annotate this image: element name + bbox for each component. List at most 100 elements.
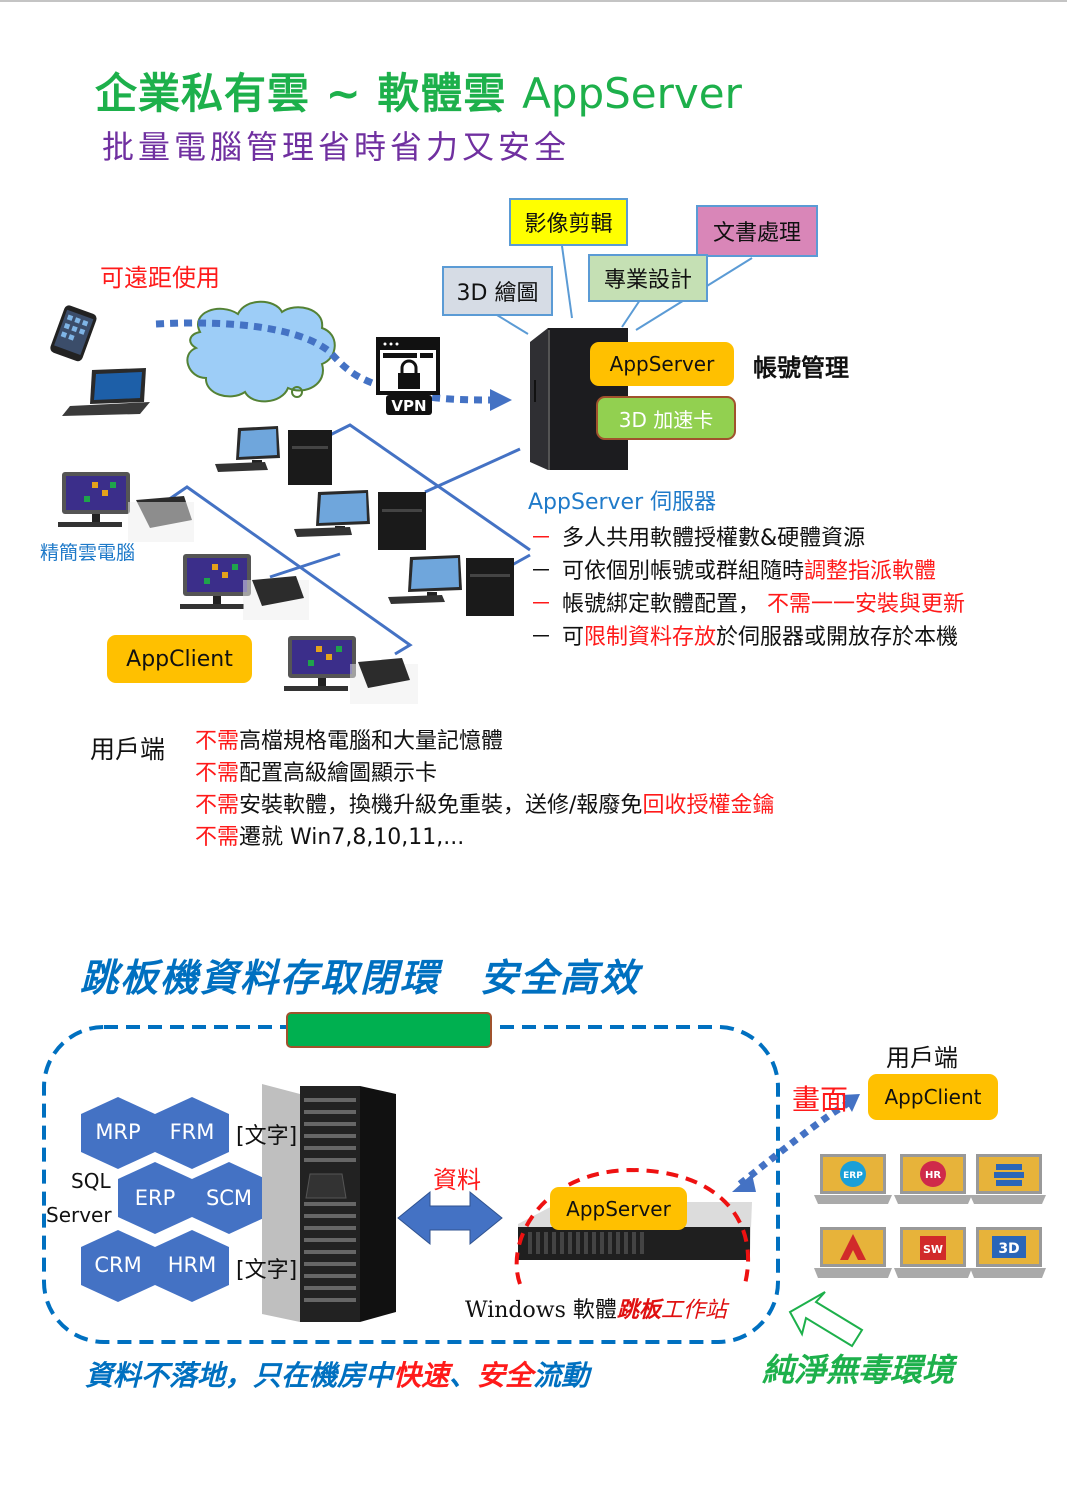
jump-server-highlight: [514, 1167, 751, 1285]
laptop-stack: [970, 1154, 1046, 1204]
appclient-badge: AppClient: [107, 635, 252, 683]
sql-label-line2: Server: [46, 1203, 112, 1227]
cloud-icon: [186, 300, 336, 403]
remote-use-label: 可遠距使用: [100, 264, 220, 292]
thin-client-pc-2: [180, 554, 309, 620]
gpu-accelerator-badge: 3D 加速卡: [596, 396, 736, 440]
benefit-text: 遷就 Win7,8,10,11,...: [239, 825, 465, 850]
laptop-solidworks: [894, 1227, 972, 1278]
feature-highlight: 調整指派軟體: [804, 559, 937, 584]
appserver-badge: AppServer: [590, 342, 734, 386]
benefit-highlight: 回收授權金鑰: [642, 793, 775, 818]
feature-text: 帳號綁定軟體配置，: [562, 592, 767, 617]
account-management-label: 帳號管理: [753, 353, 849, 382]
arrow-down-left-icon: [732, 1174, 756, 1192]
note-highlight: 安全: [477, 1359, 534, 1392]
laptop-erp: [814, 1154, 892, 1204]
laptop-3d: [970, 1227, 1046, 1278]
hex-scm: [192, 1162, 266, 1234]
desktop-pc-1: [215, 426, 332, 485]
workstation-text: 工作站: [660, 1298, 727, 1323]
rack-server-image: [262, 1084, 396, 1322]
hex-label-frm: FRM: [169, 1120, 215, 1144]
data-flow-note: 資料不落地，只在機房中快速、安全流動: [85, 1354, 589, 1394]
hex-label-erp: ERP: [134, 1186, 176, 1210]
feature-item: － 可限制資料存放於伺服器或開放存於本機: [530, 621, 965, 654]
hex-label-hrm: HRM: [167, 1253, 217, 1277]
client-side-label-2: 用戶端: [886, 1044, 958, 1072]
feature-text: 多人共用軟體授權數&硬體資源: [562, 526, 866, 551]
appserver-caption: AppServer 伺服器: [528, 490, 717, 515]
callout-document-processing: 文書處理: [696, 205, 818, 257]
feature-item: －帳號綁定軟體配置， 不需一一安裝與更新: [530, 588, 965, 621]
jump-server-diagram: ERP HR SW 3D: [42, 1012, 1046, 1348]
arrow-right-icon: [490, 389, 512, 411]
benefit-text: 高檔規格電腦和大量記憶體: [239, 729, 504, 754]
hex-frm: [155, 1097, 229, 1169]
section2-title: 跳板機資料存取閉環 安全高效: [80, 956, 641, 1000]
closed-loop-boundary: [42, 1025, 780, 1344]
callout-3d-drawing: 3D 繪圖: [442, 266, 553, 316]
client-benefit-item: 不需安裝軟體，換機升級免重裝，送修/報廢免回收授權金鑰: [195, 790, 774, 822]
client-benefit-item: 不需遷就 Win7,8,10,11,...: [195, 822, 774, 854]
benefit-text: 安裝軟體，換機升級免重裝，送修/報廢免: [239, 793, 643, 818]
no-need-text: 不需: [195, 825, 240, 850]
desktop-pc-3: [388, 555, 514, 616]
dash-bullet: －: [530, 559, 553, 584]
network-lines: [167, 423, 531, 656]
laptop-autocad: [814, 1227, 892, 1278]
placeholder-text-top: [文字]: [236, 1124, 298, 1149]
placeholder-text-bottom: [文字]: [236, 1258, 298, 1283]
dash-bullet: －: [530, 592, 553, 617]
note-text: 流動: [533, 1359, 590, 1392]
desktop-pc-2: [294, 490, 426, 550]
hex-mrp: [81, 1097, 155, 1169]
smartphone-icon: [50, 305, 97, 362]
thin-client-label: 精簡雲電腦: [40, 542, 136, 564]
dash-bullet: －: [530, 526, 553, 551]
3d-icon-label: 3D: [998, 1241, 1019, 1257]
erp-icon-label: ERP: [843, 1171, 863, 1181]
clean-environment-label: 純淨無毒環境: [762, 1351, 955, 1389]
note-text: 、: [449, 1359, 478, 1392]
client-benefits-list: 不需高檔規格電腦和大量記憶體 不需配置高級繪圖顯示卡 不需安裝軟體，換機升級免重…: [195, 726, 774, 854]
client-benefit-item: 不需高檔規格電腦和大量記憶體: [195, 726, 774, 758]
main-title: 企業私有雲 ~ 軟體雲 AppServer: [95, 60, 742, 121]
arrow-up-right-icon: [842, 1094, 860, 1112]
feature-list: － 多人共用軟體授權數&硬體資源 － 可依個別帳號或群組隨時調整指派軟體 － 帳號綁定…: [530, 522, 965, 654]
dash-bullet: －: [530, 625, 553, 650]
data-label: 資料: [433, 1166, 481, 1194]
note-highlight: 快速: [393, 1359, 450, 1392]
windows-text: Windows 軟體: [465, 1298, 617, 1323]
feature-item: － 可依個別帳號或群組隨時調整指派軟體: [530, 555, 965, 588]
app-hexagons: [81, 1097, 266, 1302]
laptop-icon: [62, 368, 150, 416]
feature-item: － 多人共用軟體授權數&硬體資源: [530, 522, 965, 555]
feature-text: 可依個別帳號或群組隨時: [562, 559, 805, 584]
bidirectional-arrow-icon: [397, 1190, 503, 1246]
feature-text: 可: [562, 625, 585, 650]
benefit-text: 配置高級繪圖顯示卡: [239, 761, 438, 786]
thin-client-pc-1: [58, 472, 194, 542]
client-laptops: [814, 1154, 1046, 1278]
laptop-hr: [894, 1154, 972, 1204]
main-title-cn: 企業私有雲 ~ 軟體雲: [95, 69, 507, 118]
client-benefit-item: 不需配置高級繪圖顯示卡: [195, 758, 774, 790]
no-need-text: 不需: [195, 729, 240, 754]
main-title-en: AppServer: [522, 69, 742, 118]
sw-icon-label: SW: [923, 1243, 943, 1256]
no-need-text: 不需: [195, 793, 240, 818]
thin-client-pc-3: [284, 636, 418, 704]
vpn-lock-icon: [376, 337, 440, 415]
sql-label-line1: SQL: [71, 1169, 111, 1193]
green-label-bar: [286, 1012, 492, 1048]
screen-stream-path: [737, 1098, 852, 1187]
client-appclient-badge: AppClient: [868, 1074, 998, 1120]
windows-jump-workstation-label: Windows 軟體跳板工作站: [465, 1292, 727, 1324]
hex-crm: [81, 1230, 155, 1302]
screen-label: 畫面: [792, 1083, 849, 1116]
jump-appserver-badge: AppServer: [550, 1187, 687, 1230]
feature-text: 於伺服器或開放存於本機: [716, 625, 959, 650]
remote-access-path: [155, 319, 491, 404]
feature-highlight: 限制資料存放: [584, 625, 717, 650]
